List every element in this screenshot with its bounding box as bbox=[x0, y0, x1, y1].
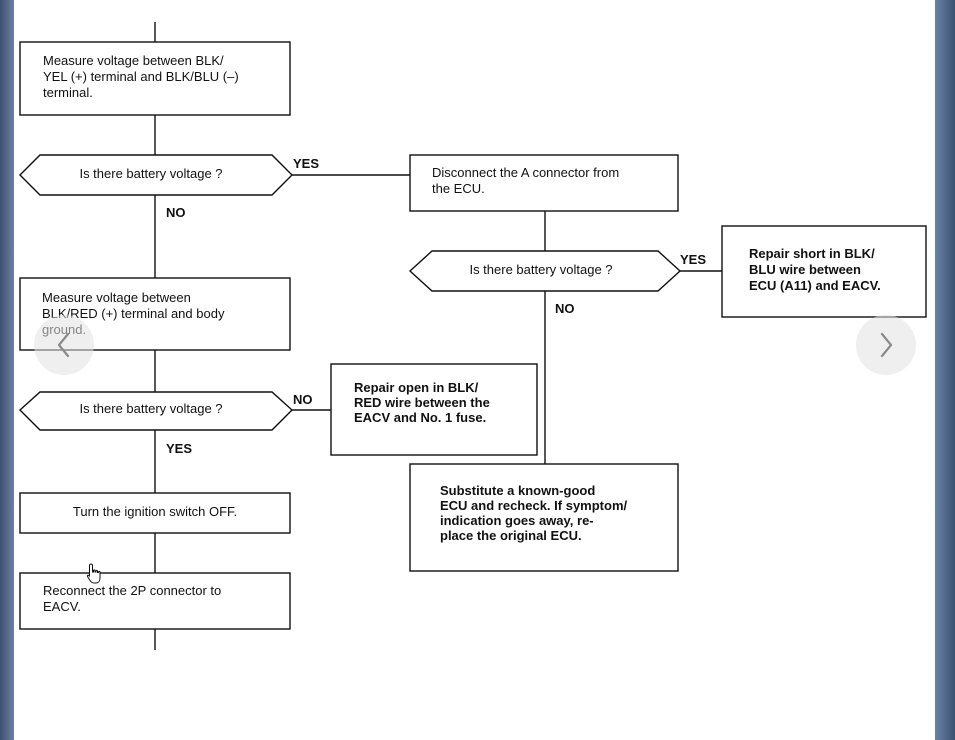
box-repair-open-shape bbox=[330, 363, 538, 456]
chevron-left-icon bbox=[57, 332, 70, 358]
box-repair-short-shape bbox=[721, 225, 927, 318]
flowchart-lines bbox=[18, 22, 927, 650]
box-substitute-ecu: Substitute a known-good ECU and recheck.… bbox=[440, 483, 628, 543]
label-yes-3: YES bbox=[166, 441, 193, 456]
decision-3: Is there battery voltage ? bbox=[79, 401, 223, 416]
decision-2: Is there battery voltage ? bbox=[469, 262, 613, 277]
box-ignition-off-shape bbox=[19, 492, 291, 534]
label-no-3: NO bbox=[293, 392, 313, 407]
next-image-button[interactable] bbox=[856, 315, 916, 375]
box-disconnect-a-shape bbox=[409, 154, 679, 212]
chevron-right-icon bbox=[880, 332, 893, 358]
box-measure-yel-blu: Measure voltage between BLK/ YEL (+) ter… bbox=[43, 53, 239, 100]
decision-3-shape bbox=[18, 391, 294, 431]
decision-2-shape bbox=[408, 250, 682, 292]
window-frame-right bbox=[935, 0, 955, 740]
image-viewer: Measure voltage between BLK/ YEL (+) ter… bbox=[14, 0, 935, 740]
box-measure-yel-blu-shape bbox=[19, 41, 291, 116]
box-ignition-off: Turn the ignition switch OFF. bbox=[72, 504, 238, 519]
box-reconnect-2p-shape bbox=[19, 572, 291, 630]
label-no-1: NO bbox=[166, 205, 186, 220]
box-reconnect-2p: Reconnect the 2P connector to EACV. bbox=[43, 583, 222, 614]
box-repair-short: Repair short in BLK/ BLU wire between EC… bbox=[749, 246, 881, 293]
decision-1: Is there battery voltage ? bbox=[79, 166, 223, 181]
box-disconnect-a: Disconnect the A connector from the ECU. bbox=[432, 165, 620, 196]
window-frame-left bbox=[0, 0, 14, 740]
box-substitute-ecu-shape bbox=[409, 463, 679, 572]
label-yes-1: YES bbox=[293, 156, 320, 171]
box-repair-open: Repair open in BLK/ RED wire between the… bbox=[354, 380, 490, 425]
prev-image-button[interactable] bbox=[34, 315, 94, 375]
hand-pointer-icon bbox=[86, 563, 101, 584]
label-yes-2: YES bbox=[680, 252, 707, 267]
label-no-2: NO bbox=[555, 301, 575, 316]
decision-1-shape bbox=[19, 154, 293, 196]
